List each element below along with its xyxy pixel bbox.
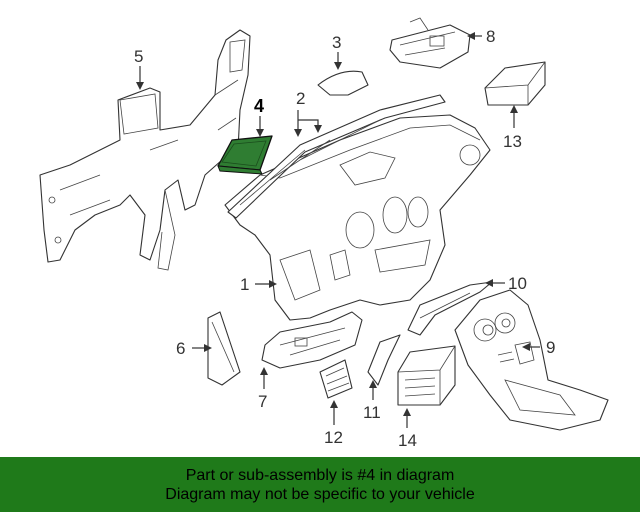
part-6-side-panel (207, 311, 241, 386)
parts-diagram: 5 3 8 13 4 2 1 10 9 6 7 11 12 14 (39, 17, 609, 450)
callout-14: 14 (398, 431, 417, 450)
part-3-cover (317, 70, 369, 96)
callout-11: 11 (363, 403, 381, 422)
banner-line-2: Diagram may not be specific to your vehi… (165, 485, 475, 503)
callout-5: 5 (134, 47, 143, 66)
part-9-center-console (454, 289, 609, 431)
callout-8: 8 (486, 27, 495, 46)
callout-9: 9 (546, 338, 555, 357)
part-10-trim (407, 281, 493, 336)
part-4-highlighted (217, 135, 273, 175)
callout-1: 1 (240, 275, 249, 294)
part-2-trim-strip (227, 94, 446, 219)
info-banner: Part or sub-assembly is #4 in diagram Di… (0, 457, 640, 512)
part-8-module (389, 17, 471, 69)
callout-7: 7 (258, 392, 267, 411)
part-13-control-unit (484, 61, 546, 106)
part-12-switch-panel (319, 359, 353, 399)
callout-4: 4 (254, 96, 264, 116)
callout-labels: 5 3 8 13 4 2 1 10 9 6 7 11 12 14 (134, 27, 555, 450)
callout-10: 10 (508, 274, 527, 293)
callout-3: 3 (332, 33, 341, 52)
callout-2: 2 (296, 89, 305, 108)
leader-lines (136, 32, 540, 428)
callout-6: 6 (176, 339, 185, 358)
part-14-climate-control (397, 345, 456, 406)
part-5-cross-beam (39, 29, 251, 271)
banner-line-1: Part or sub-assembly is #4 in diagram (185, 466, 455, 484)
part-7-bracket (261, 311, 363, 369)
callout-13: 13 (503, 132, 522, 151)
part-11-small-bracket (367, 334, 401, 386)
callout-12: 12 (324, 428, 343, 447)
